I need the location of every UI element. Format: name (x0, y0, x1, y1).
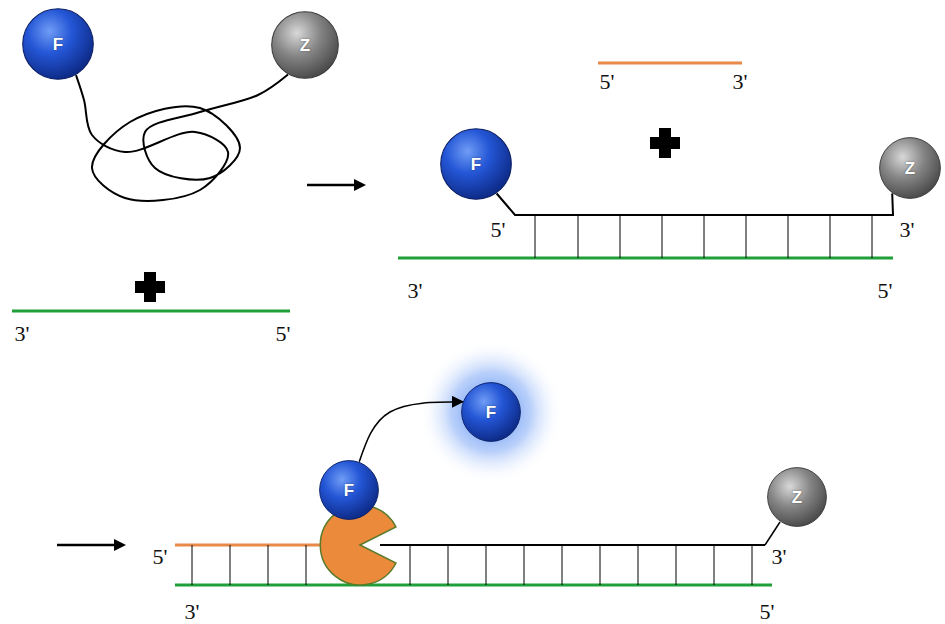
base-pairs (535, 215, 872, 258)
strand-end: 5' (491, 219, 506, 241)
probe-strand (497, 193, 893, 215)
sphere-letter: F (344, 482, 354, 499)
strand-end: 5' (760, 601, 775, 623)
strand-end: 5' (600, 71, 615, 93)
sphere-letter: Z (300, 37, 310, 54)
probe-strand (380, 544, 765, 546)
strand-end: 3' (15, 323, 30, 345)
label-sphere: F (22, 8, 94, 80)
probe-stub (765, 522, 780, 545)
strand-end: 3' (733, 71, 748, 93)
target-strand (175, 584, 772, 587)
label-sphere: F (319, 460, 379, 520)
target-strand (12, 310, 290, 313)
sphere-letter: F (486, 404, 496, 421)
step-arrow (307, 179, 366, 191)
strand-end: 5' (153, 546, 168, 568)
strand-end: 3' (185, 601, 200, 623)
probe-strand (76, 74, 288, 200)
strand-end: 3' (772, 546, 787, 568)
step-arrow (57, 539, 126, 551)
sphere-letter: Z (905, 160, 915, 177)
strand-end: 3' (900, 219, 915, 241)
plus-sign (650, 128, 680, 158)
primer-strand (175, 544, 325, 547)
label-sphere: Z (879, 137, 941, 199)
strand-end: 3' (408, 280, 423, 302)
base-pairs (192, 545, 752, 585)
target-strand (398, 257, 893, 260)
strand-end: 5' (878, 280, 893, 302)
release-arrow (359, 402, 463, 462)
sphere-letter: Z (792, 489, 802, 506)
strand-end: 5' (276, 323, 291, 345)
fluorescence-glow (419, 340, 563, 484)
label-sphere: F (440, 128, 512, 200)
primer-strand (598, 62, 742, 65)
sphere-letter: F (471, 156, 481, 173)
label-sphere: F (461, 382, 521, 442)
sphere-letter: F (53, 36, 63, 53)
plus-sign (135, 272, 165, 302)
label-sphere: Z (767, 467, 827, 527)
label-sphere: Z (271, 11, 339, 79)
